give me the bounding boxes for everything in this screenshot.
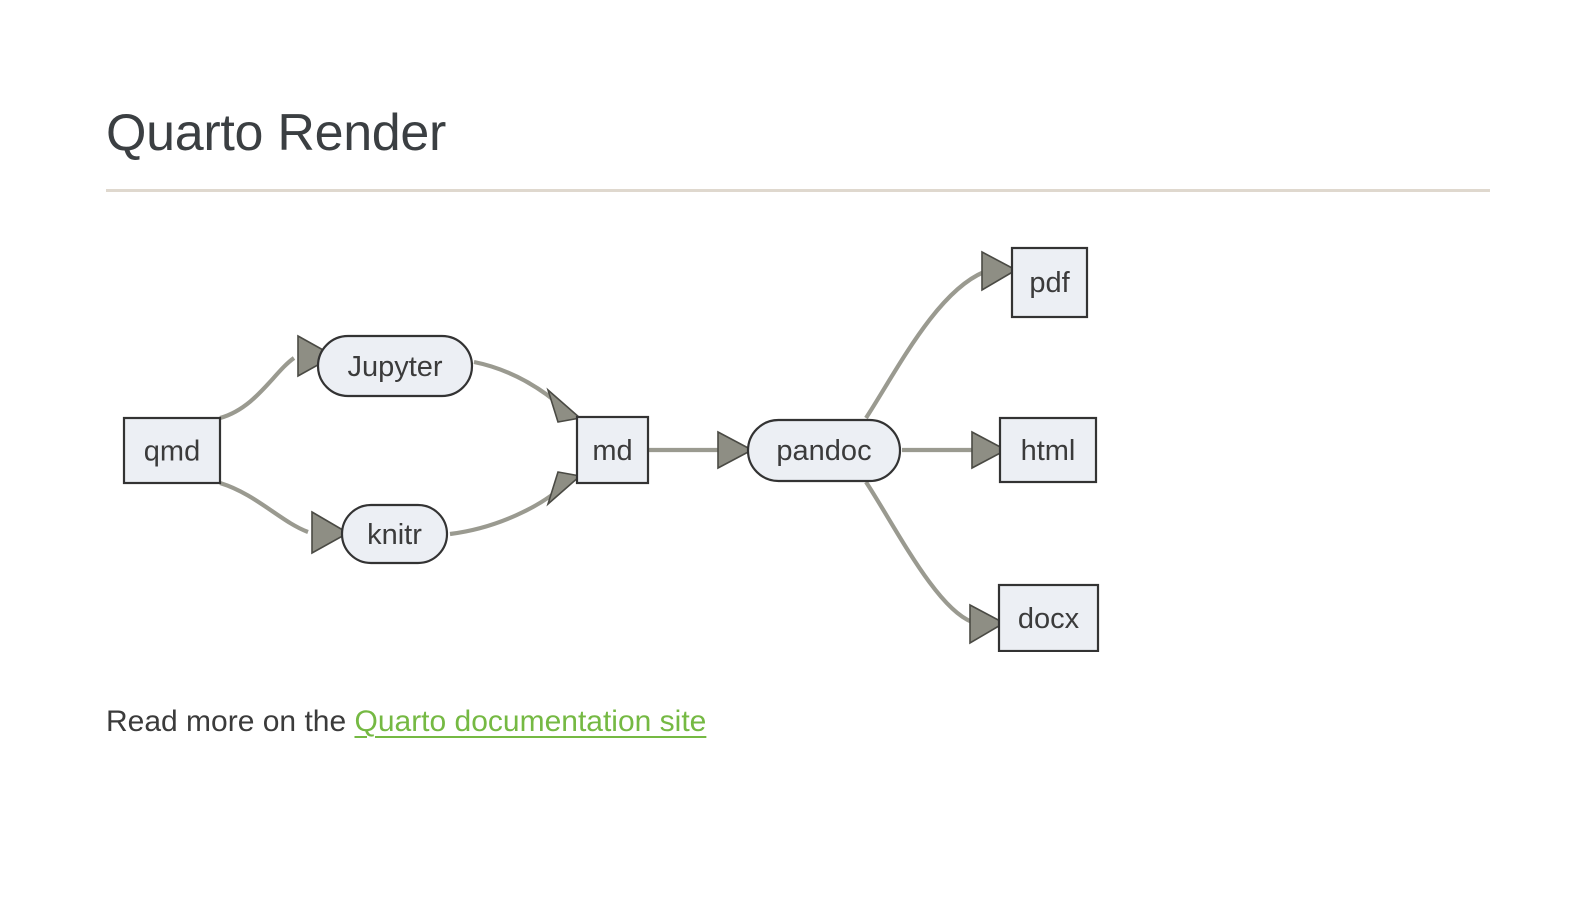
arrow-pandoc-to-pdf [981, 250, 1018, 292]
node-docx[interactable]: docx [997, 583, 1100, 652]
read-more-prefix: Read more on the [106, 705, 355, 738]
node-html-shape[interactable] [998, 416, 1098, 484]
node-pandoc-label: pandoc [776, 435, 871, 467]
arrow-md-to-pandoc [717, 430, 754, 470]
edge-qmd-to-jupyter [219, 356, 296, 421]
node-qmd-label: qmd [144, 436, 200, 468]
edge-knitr-to-md [449, 484, 565, 537]
node-knitr-label: knitr [367, 519, 422, 551]
quarto-documentation-link[interactable]: Quarto documentation site [354, 705, 707, 738]
node-qmd[interactable]: qmd [122, 416, 222, 485]
arrow-pandoc-to-html [971, 430, 1008, 470]
quarto-render-flowchart: qmd Jupyter knitr md [106, 222, 1166, 652]
node-md-shape[interactable] [575, 415, 650, 485]
node-pdf[interactable]: pdf [1010, 246, 1089, 319]
edge-qmd-to-knitr [219, 480, 309, 534]
node-qmd-shape[interactable] [122, 416, 222, 485]
node-pdf-label: pdf [1029, 267, 1070, 299]
node-jupyter[interactable]: Jupyter [316, 334, 474, 398]
title-divider [106, 189, 1490, 192]
edge-pandoc-to-docx [864, 480, 973, 624]
edge-layer [219, 250, 1018, 645]
node-layer: qmd Jupyter knitr md [122, 246, 1100, 652]
edge-jupyter-to-md [473, 359, 565, 410]
node-pandoc[interactable]: pandoc [746, 418, 902, 483]
node-md-label: md [592, 435, 632, 467]
arrow-pandoc-to-docx [969, 603, 1006, 645]
node-knitr[interactable]: knitr [340, 503, 449, 565]
node-md[interactable]: md [575, 415, 650, 485]
node-docx-shape[interactable] [997, 583, 1100, 652]
node-jupyter-label: Jupyter [347, 351, 442, 383]
node-html[interactable]: html [998, 416, 1098, 484]
read-more-paragraph: Read more on the Quarto documentation si… [106, 702, 706, 743]
arrow-qmd-to-jupyter [297, 334, 336, 378]
arrow-qmd-to-knitr [311, 510, 350, 555]
node-docx-label: docx [1018, 603, 1080, 635]
arrow-jupyter-to-md [546, 387, 582, 423]
arrow-knitr-to-md [546, 471, 582, 507]
edge-pandoc-to-pdf [864, 270, 985, 420]
node-pandoc-shape[interactable] [746, 418, 902, 483]
flowchart-svg: qmd Jupyter knitr md [122, 246, 1100, 652]
page-title: Quarto Render [106, 104, 447, 162]
node-pdf-shape[interactable] [1010, 246, 1089, 319]
node-knitr-shape[interactable] [340, 503, 449, 565]
node-jupyter-shape[interactable] [316, 334, 474, 398]
node-html-label: html [1021, 435, 1076, 467]
